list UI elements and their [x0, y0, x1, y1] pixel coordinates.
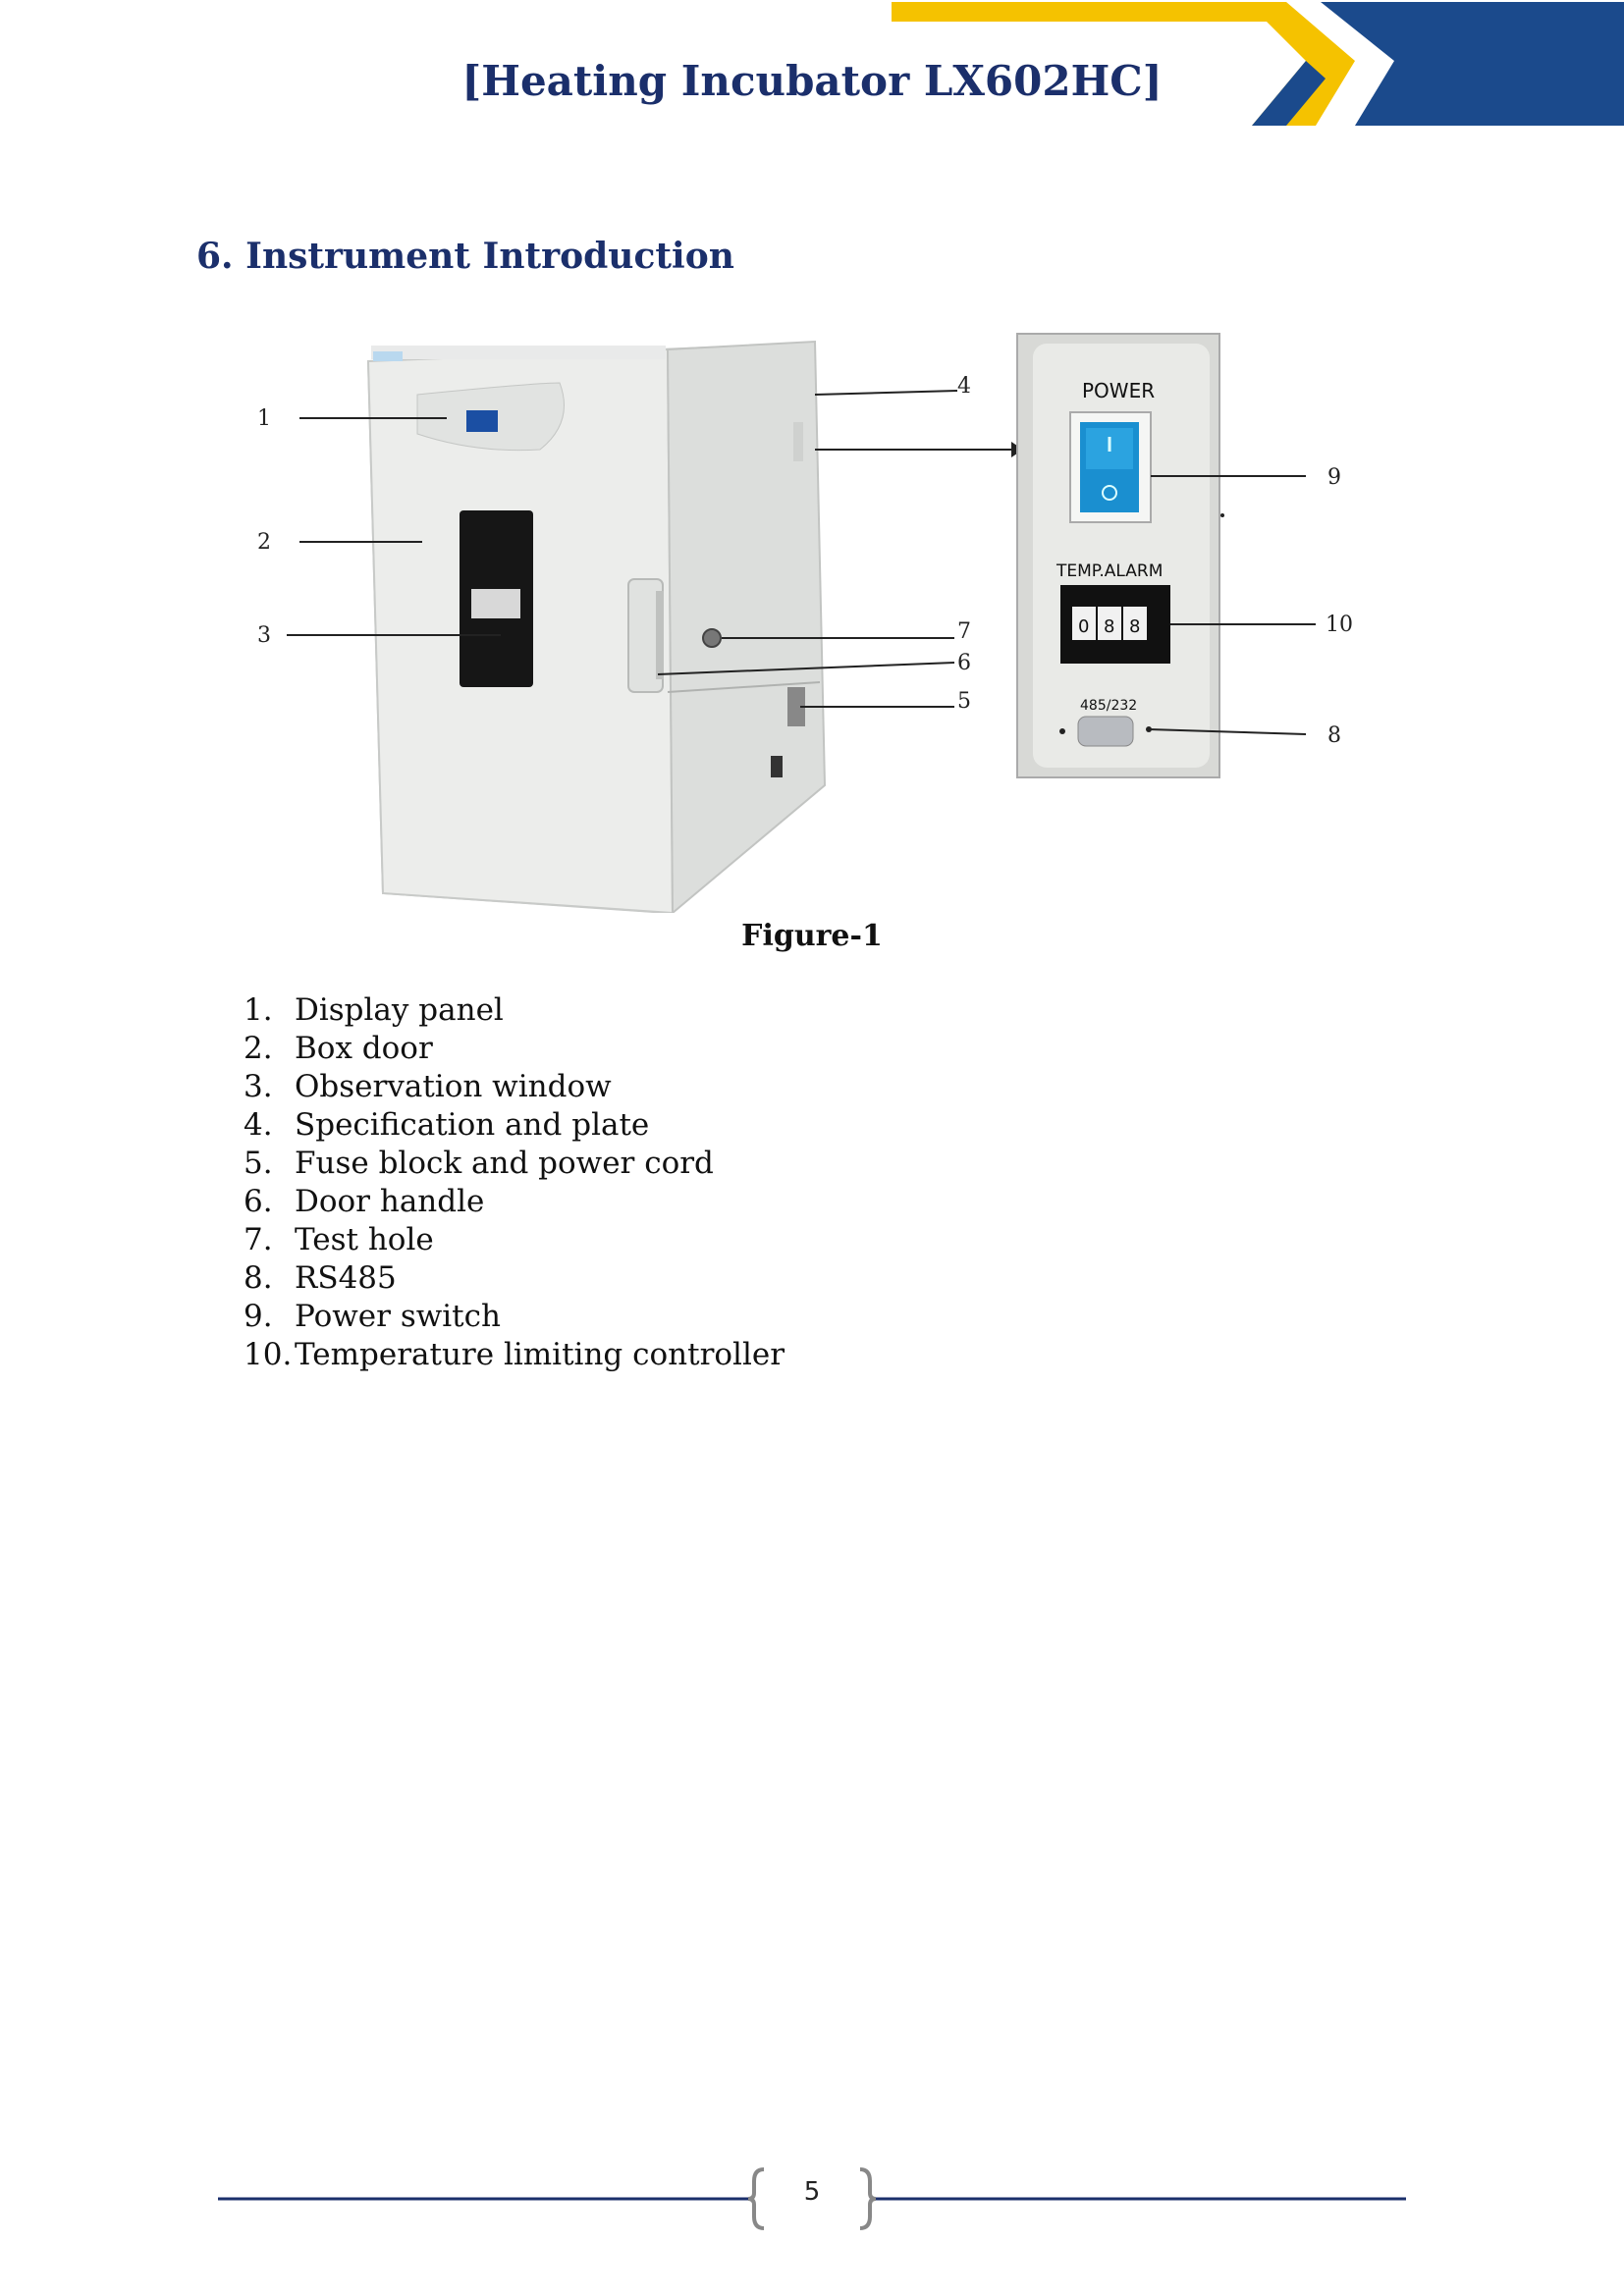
list-item: 10.Temperature limiting controller [244, 1337, 785, 1372]
page-footer [218, 2167, 1406, 2230]
temp-alarm-label: TEMP.ALARM [1056, 561, 1163, 581]
callout-4: 4 [957, 374, 971, 399]
figure-caption: Figure-1 [741, 919, 883, 953]
list-item: 4.Specification and plate [244, 1107, 650, 1143]
list-item: 2.Box door [244, 1031, 433, 1066]
callout-2: 2 [257, 530, 271, 555]
document-title: [Heating Incubator LX602HC] [461, 57, 1163, 105]
alarm-digit-2: 8 [1104, 616, 1114, 637]
callout-7: 7 [957, 619, 971, 644]
alarm-digit-3: 8 [1129, 616, 1140, 637]
alarm-digit-1: 0 [1078, 616, 1089, 637]
rs485-port-icon [1077, 716, 1134, 747]
list-item: 1.Display panel [244, 992, 504, 1028]
callout-5: 5 [957, 689, 971, 714]
right-brace-icon [859, 2167, 877, 2230]
list-item: 6.Door handle [244, 1184, 485, 1219]
component-list: 1.Display panel 2.Box door 3.Observation… [244, 991, 785, 1374]
gold-chevron [892, 2, 1355, 126]
callout-10: 10 [1326, 613, 1353, 637]
navy-accent [1252, 61, 1326, 126]
power-label: POWER [1082, 379, 1155, 402]
callout-6: 6 [957, 651, 971, 675]
list-item: 8.RS485 [244, 1260, 397, 1296]
leader-lines-left [287, 417, 501, 636]
display-screen [466, 410, 498, 432]
incubator-illustration [366, 340, 827, 913]
control-panel-illustration: POWER TEMP.ALARM 0 8 8 485/232 [1016, 333, 1224, 778]
leader-lines-panel [1148, 475, 1316, 735]
port-label: 485/232 [1080, 698, 1137, 714]
navy-chevron [1321, 2, 1624, 126]
callout-1: 1 [257, 406, 271, 431]
header-decoration [892, 2, 1624, 126]
list-item: 7.Test hole [244, 1222, 434, 1257]
leader-lines-right [657, 390, 1011, 708]
list-item: 3.Observation window [244, 1069, 612, 1104]
callout-3: 3 [257, 623, 271, 648]
list-item: 5.Fuse block and power cord [244, 1146, 714, 1181]
left-brace-icon [747, 2167, 765, 2230]
page-number: 5 [803, 2177, 821, 2207]
section-title: 6. Instrument Introduction [196, 236, 734, 277]
callout-8: 8 [1327, 723, 1341, 748]
instrument-figure: 1 2 3 4 5 6 7 POWER TEMP.ALARM 0 8 8 485… [257, 333, 1353, 913]
callout-9: 9 [1327, 465, 1341, 490]
list-item: 9.Power switch [244, 1299, 501, 1334]
